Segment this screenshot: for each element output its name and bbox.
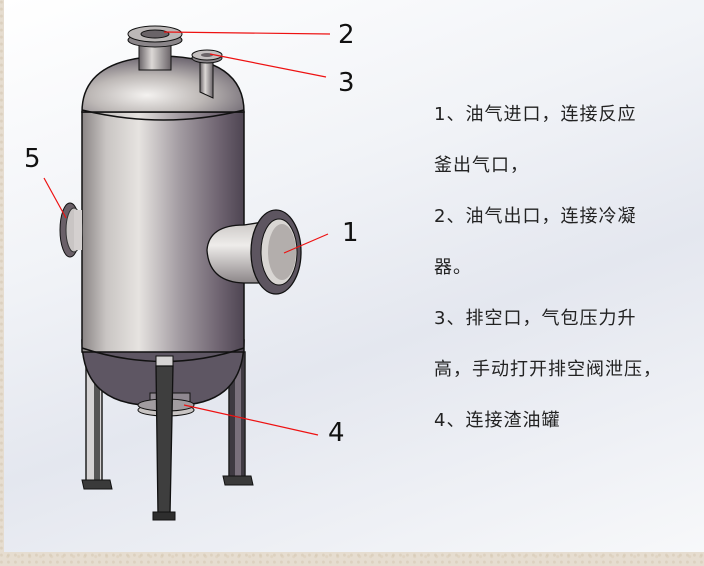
top-outlet-nozzle: [127, 25, 183, 71]
leader-lines: [43, 31, 331, 436]
description-list: 1、油气进口，连接反应 釜出气口， 2、油气出口，连接冷凝 器。 3、排空口，气…: [434, 100, 704, 457]
description-line: 器。: [434, 257, 472, 278]
description-line: 1、油气进口，连接反应: [434, 104, 637, 125]
vessel-drawing: [43, 25, 331, 521]
description-line: 3、排空口，气包压力升: [434, 308, 637, 329]
callout-2: 2: [338, 20, 355, 50]
description-line: 高，手动打开排空阀泄压，: [434, 359, 662, 380]
front-leg: [152, 355, 176, 521]
vent-nozzle: [191, 49, 223, 99]
leader-line-2: [163, 31, 331, 35]
leader-line-1: [283, 233, 329, 254]
callout-4: 4: [328, 418, 345, 448]
callout-1: 1: [342, 218, 359, 248]
vessel-figure: 2 3 1 5 4: [4, 0, 424, 552]
leader-line-5: [43, 177, 67, 219]
callout-3: 3: [338, 68, 355, 98]
callout-5: 5: [24, 144, 41, 174]
description-line: 2、油气出口，连接冷凝: [434, 206, 637, 227]
side-inlet-nozzle: [206, 209, 302, 295]
description-line: 4、连接渣油罐: [434, 410, 561, 431]
leader-line-3: [209, 53, 327, 78]
leader-line-4: [183, 404, 319, 436]
description-line: 釜出气口，: [434, 155, 529, 176]
left-side-nozzle: [59, 202, 83, 258]
slide: 2 3 1 5 4 1、油气进口，连接反应 釜出气口， 2、油气出口，连接冷凝 …: [4, 0, 704, 552]
